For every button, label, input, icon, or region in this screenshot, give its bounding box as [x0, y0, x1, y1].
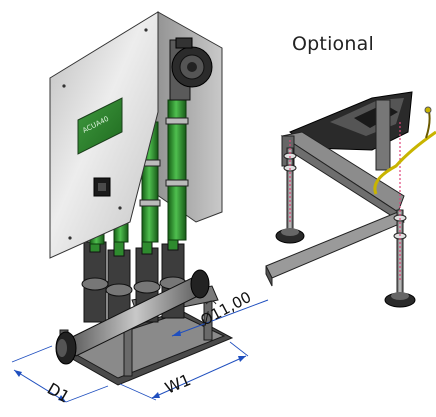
cabinet-screws [62, 28, 148, 240]
alignment-markers [289, 122, 401, 282]
dimension-w1 [119, 341, 249, 401]
dimension-d1 [11, 345, 109, 403]
discharge-valve [169, 37, 213, 101]
depth-label: D1 [44, 379, 73, 407]
optional-label: Optional [292, 33, 374, 55]
dimension-diameter [171, 299, 269, 337]
pump-unit: ACUA40 [49, 11, 234, 386]
optional-detail [265, 91, 436, 308]
suction-header [55, 269, 210, 365]
width-label: W1 [162, 370, 193, 398]
frame-beams [265, 99, 405, 287]
leveling-foot-left [275, 147, 305, 244]
ground-wire [373, 106, 436, 195]
main-switch [93, 177, 111, 197]
control-panel: ACUA40 [77, 97, 123, 155]
